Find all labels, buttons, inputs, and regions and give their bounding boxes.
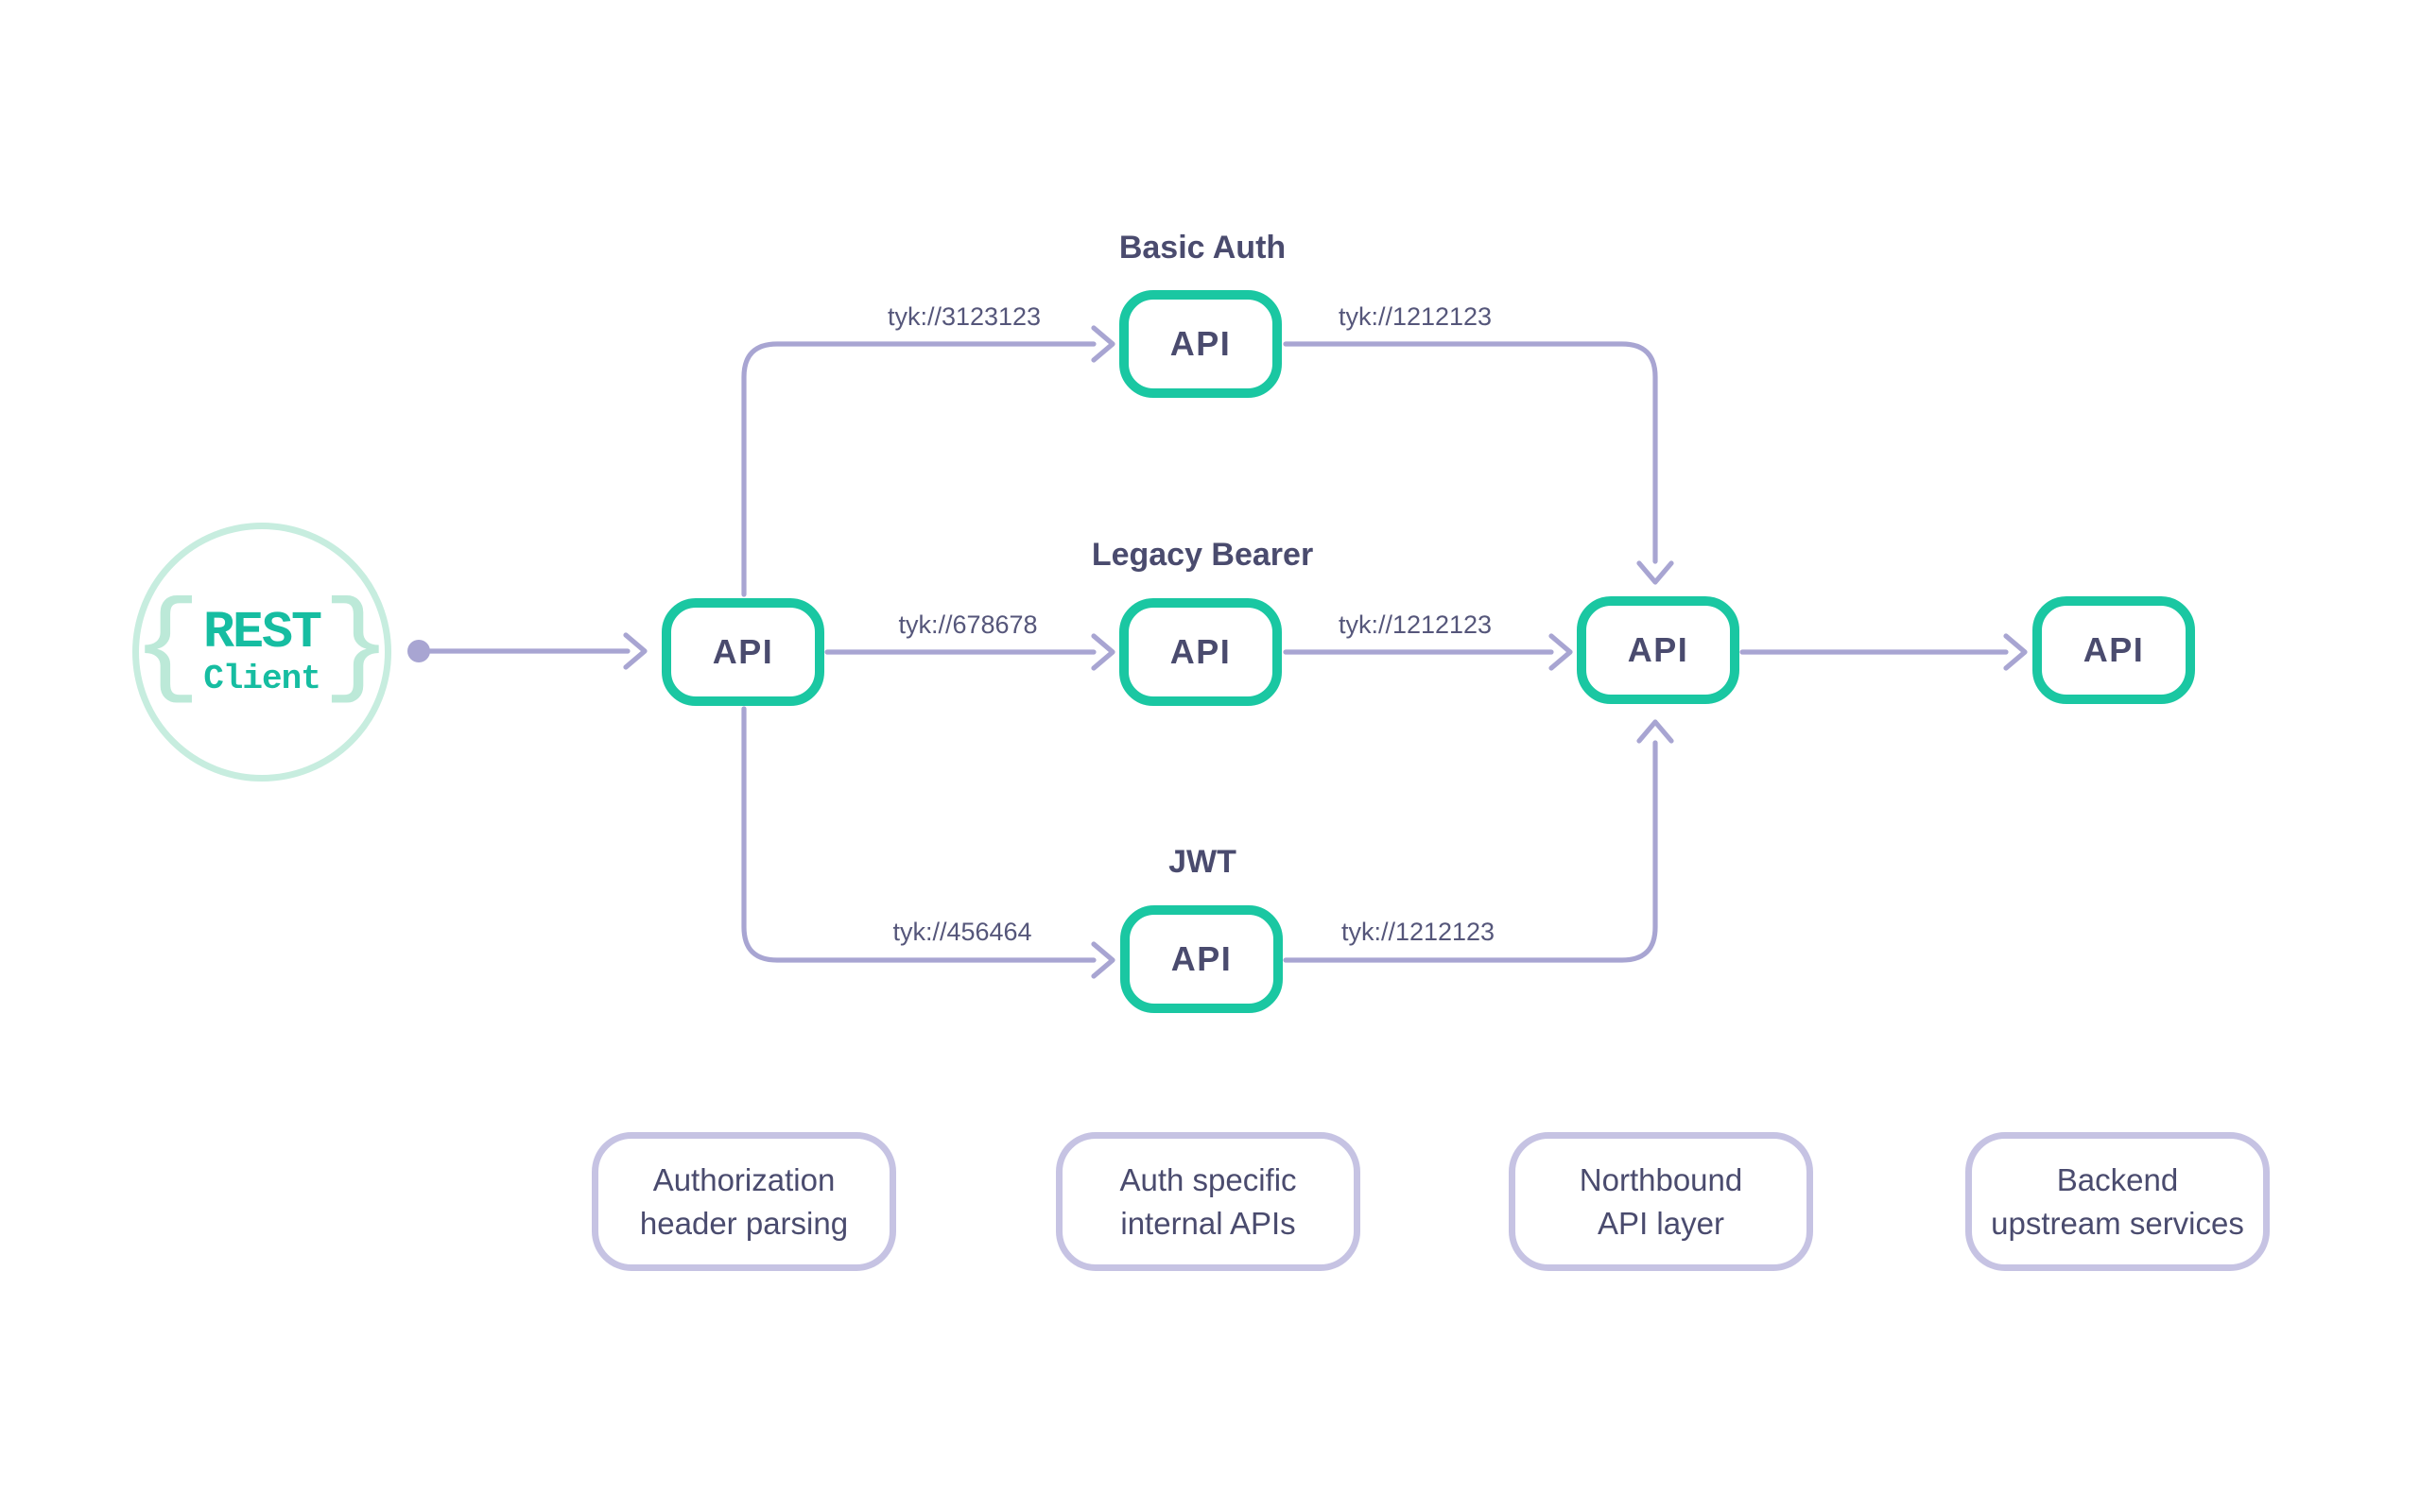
arrowhead-gateway-legacy xyxy=(1091,633,1115,671)
group-title-jwt: JWT xyxy=(1168,844,1236,880)
footer-box-authorization-header-parsing: Authorization header parsing xyxy=(592,1132,896,1271)
api-node-northbound: API xyxy=(1577,596,1739,704)
api-node-basic-auth: API xyxy=(1119,290,1282,398)
arrowhead-basic-northbound xyxy=(1636,560,1674,585)
api-node-label: API xyxy=(1169,632,1232,671)
footer-line: header parsing xyxy=(639,1205,849,1241)
footer-box-northbound-api-layer: Northbound API layer xyxy=(1509,1132,1813,1271)
footer-line: Authorization xyxy=(652,1161,836,1197)
api-node-label: API xyxy=(1170,939,1233,978)
edge-jwt-northbound xyxy=(1283,740,1658,963)
rest-client-label: REST Client xyxy=(202,603,322,699)
api-node-label: API xyxy=(1627,630,1689,669)
edge-gateway-jwt xyxy=(741,706,1097,963)
edge-label-legacy-out: tyk://1212123 xyxy=(1338,610,1493,639)
api-node-label: API xyxy=(1169,324,1232,363)
flow-start-dot xyxy=(407,640,430,662)
footer-line: Backend xyxy=(2056,1161,2179,1197)
api-node-gateway: API xyxy=(662,598,824,706)
api-node-legacy-bearer: API xyxy=(1119,598,1282,706)
api-node-backend: API xyxy=(2032,596,2195,704)
arrowhead-northbound-backend xyxy=(2003,633,2028,671)
api-node-label: API xyxy=(2083,630,2145,669)
arrowhead-legacy-northbound xyxy=(1548,633,1573,671)
rest-client-node: { REST Client } xyxy=(132,523,391,782)
rest-client-subtitle: Client xyxy=(203,660,321,699)
edge-label-jwt-out: tyk://1212123 xyxy=(1340,918,1495,946)
edge-label-to-legacy: tyk://678678 xyxy=(898,610,1038,639)
brace-right: } xyxy=(322,582,392,713)
footer-box-backend-upstream-services: Backend upstream services xyxy=(1965,1132,2270,1271)
arrowhead-client-gateway xyxy=(623,632,648,670)
group-title-basic-auth: Basic Auth xyxy=(1118,230,1287,266)
rest-client-title: REST xyxy=(202,603,322,663)
arrowhead-gateway-basic xyxy=(1091,325,1115,363)
edge-label-to-jwt: tyk://456464 xyxy=(892,918,1032,946)
edge-gateway-basic xyxy=(741,341,1097,597)
edge-basic-northbound xyxy=(1283,341,1658,564)
footer-line: API layer xyxy=(1598,1205,1724,1241)
brace-left: { xyxy=(131,582,201,713)
edge-label-to-basic: tyk://3123123 xyxy=(887,302,1042,331)
api-node-label: API xyxy=(712,632,774,671)
edge-label-basic-out: tyk://1212123 xyxy=(1338,302,1493,331)
footer-box-auth-specific-internal-apis: Auth specific internal APIs xyxy=(1056,1132,1360,1271)
api-node-jwt: API xyxy=(1120,905,1283,1013)
footer-line: upstream services xyxy=(1991,1205,2244,1241)
arrowhead-jwt-northbound xyxy=(1636,719,1674,744)
footer-line: Auth specific xyxy=(1119,1161,1297,1197)
arrowhead-gateway-jwt xyxy=(1091,941,1115,979)
group-title-legacy-bearer: Legacy Bearer xyxy=(1091,537,1314,573)
footer-line: Northbound xyxy=(1579,1161,1743,1197)
footer-line: internal APIs xyxy=(1120,1205,1296,1241)
